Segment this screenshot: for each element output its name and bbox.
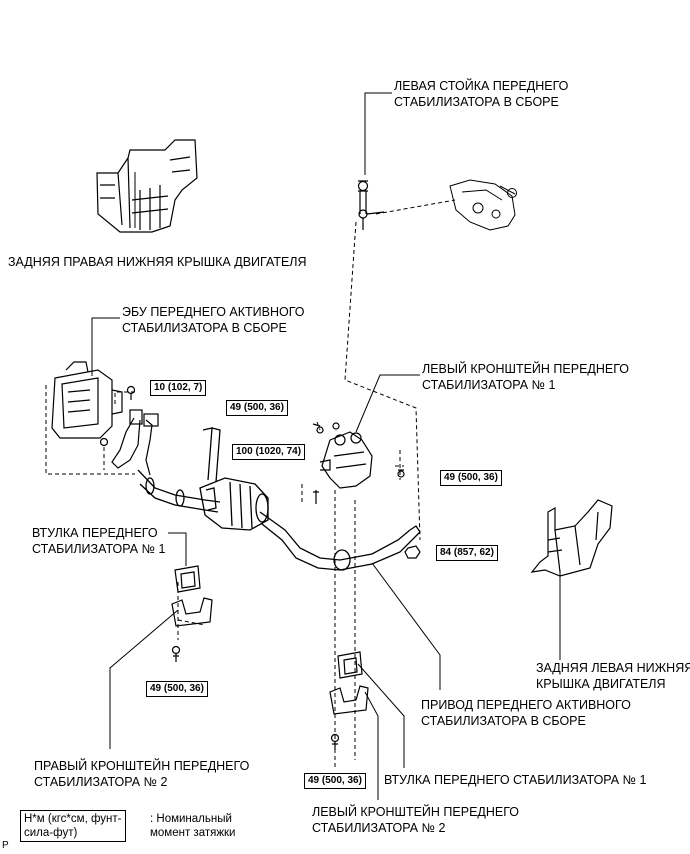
label-left-bracket-1-line1: ЛЕВЫЙ КРОНШТЕЙН ПЕРЕДНЕГО (422, 362, 630, 376)
bushing-left-bracket2-shape (329, 651, 369, 750)
torque-bracket-right: 49 (500, 36) (440, 470, 502, 486)
label-bushing-left: ВТУЛКА ПЕРЕДНЕГО СТАБИЛИЗАТОРА № 1 (32, 525, 165, 557)
label-left-bracket-2-line2: СТАБИЛИЗАТОРА № 2 (312, 821, 446, 835)
legend-description-line2: момент затяжки (150, 827, 236, 839)
label-bushing-left-line1: ВТУЛКА ПЕРЕДНЕГО (32, 526, 158, 540)
leader-actuator (371, 562, 441, 690)
leader-right-bracket-2 (109, 609, 179, 749)
rear-right-engine-cover-shape (96, 139, 198, 233)
torque-bracket-main: 100 (1020, 74) (232, 444, 306, 460)
link-nut-shape (404, 545, 421, 559)
label-right-bracket-2-line1: ПРАВЫЙ КРОНШТЕЙН ПЕРЕДНЕГО (34, 759, 250, 773)
label-ecu: ЭБУ ПЕРЕДНЕГО АКТИВНОГО СТАБИЛИЗАТОРА В … (122, 304, 305, 336)
leader-ecu (91, 317, 120, 376)
label-left-link-line2: СТАБИЛИЗАТОРА В СБОРЕ (394, 95, 559, 109)
label-bushing-left-line2: СТАБИЛИЗАТОРА № 1 (32, 542, 166, 556)
torque-right-bracket-2: 49 (500, 36) (146, 681, 208, 697)
label-left-bracket-2-line1: ЛЕВЫЙ КРОНШТЕЙН ПЕРЕДНЕГО (312, 805, 520, 819)
leader-left-link (364, 92, 392, 175)
label-actuator-line1: ПРИВОД ПЕРЕДНЕГО АКТИВНОГО (421, 698, 631, 712)
left-stabilizer-link-shape (357, 180, 385, 230)
torque-ecu: 10 (102, 7) (150, 380, 207, 396)
label-left-bracket-1-line2: СТАБИЛИЗАТОРА № 1 (422, 378, 556, 392)
label-left-link-line1: ЛЕВАЯ СТОЙКА ПЕРЕДНЕГО (394, 79, 569, 93)
leader-left-bracket-2 (364, 691, 379, 800)
label-ecu-line1: ЭБУ ПЕРЕДНЕГО АКТИВНОГО (122, 305, 305, 319)
corner-mark: P (2, 840, 9, 851)
label-right-bracket-2-line2: СТАБИЛИЗАТОРА № 2 (34, 775, 168, 789)
label-left-link: ЛЕВАЯ СТОЙКА ПЕРЕДНЕГО СТАБИЛИЗАТОРА В С… (394, 78, 568, 110)
label-actuator-line2: СТАБИЛИЗАТОРА В СБОРЕ (421, 714, 586, 728)
label-actuator: ПРИВОД ПЕРЕДНЕГО АКТИВНОГО СТАБИЛИЗАТОРА… (421, 697, 631, 729)
rear-left-engine-cover-shape (530, 499, 613, 577)
legend-unit-box: Н*м (кгс*см, фунт- сила-фут) (20, 810, 126, 842)
label-bushing-right: ВТУЛКА ПЕРЕДНЕГО СТАБИЛИЗАТОРА № 1 (384, 773, 647, 787)
torque-link-nut: 84 (857, 62) (436, 545, 498, 561)
label-rear-left-cover-line2: КРЫШКА ДВИГАТЕЛЯ (536, 677, 666, 691)
label-rear-left-cover-line1: ЗАДНЯЯ ЛЕВАЯ НИЖНЯЯ (536, 661, 690, 675)
left-bracket-1-shape (312, 422, 405, 504)
torque-left-bracket-2: 49 (500, 36) (304, 773, 366, 789)
knuckle-detail-shape (449, 179, 517, 231)
label-right-bracket-2: ПРАВЫЙ КРОНШТЕЙН ПЕРЕДНЕГО СТАБИЛИЗАТОРА… (34, 758, 249, 790)
ecu-shape (51, 361, 136, 447)
leader-bushing-left (168, 532, 187, 566)
label-left-bracket-2: ЛЕВЫЙ КРОНШТЕЙН ПЕРЕДНЕГО СТАБИЛИЗАТОРА … (312, 804, 519, 836)
bushing-right-bracket-shape (171, 565, 213, 662)
legend-description-line1: : Номинальный (150, 813, 232, 825)
label-ecu-line2: СТАБИЛИЗАТОРА В СБОРЕ (122, 321, 287, 335)
legend-unit-line2: сила-фут) (24, 827, 78, 839)
wire-harness-shape (111, 409, 159, 476)
leader-bushing-right (357, 663, 405, 768)
legend-unit-line1: Н*м (кгс*см, фунт- (24, 813, 122, 825)
label-left-bracket-1: ЛЕВЫЙ КРОНШТЕЙН ПЕРЕДНЕГО СТАБИЛИЗАТОРА … (422, 361, 629, 393)
leader-left-bracket-1 (355, 374, 420, 433)
torque-bracket-top: 49 (500, 36) (226, 400, 288, 416)
stabilizer-bar-shape (137, 427, 421, 571)
actuator-shape (199, 477, 269, 531)
label-rear-left-cover: ЗАДНЯЯ ЛЕВАЯ НИЖНЯЯ КРЫШКА ДВИГАТЕЛЯ (536, 660, 690, 692)
label-rear-right-cover: ЗАДНЯЯ ПРАВАЯ НИЖНЯЯ КРЫШКА ДВИГАТЕЛЯ (8, 255, 307, 269)
legend-description: : Номинальный момент затяжки (150, 812, 235, 840)
